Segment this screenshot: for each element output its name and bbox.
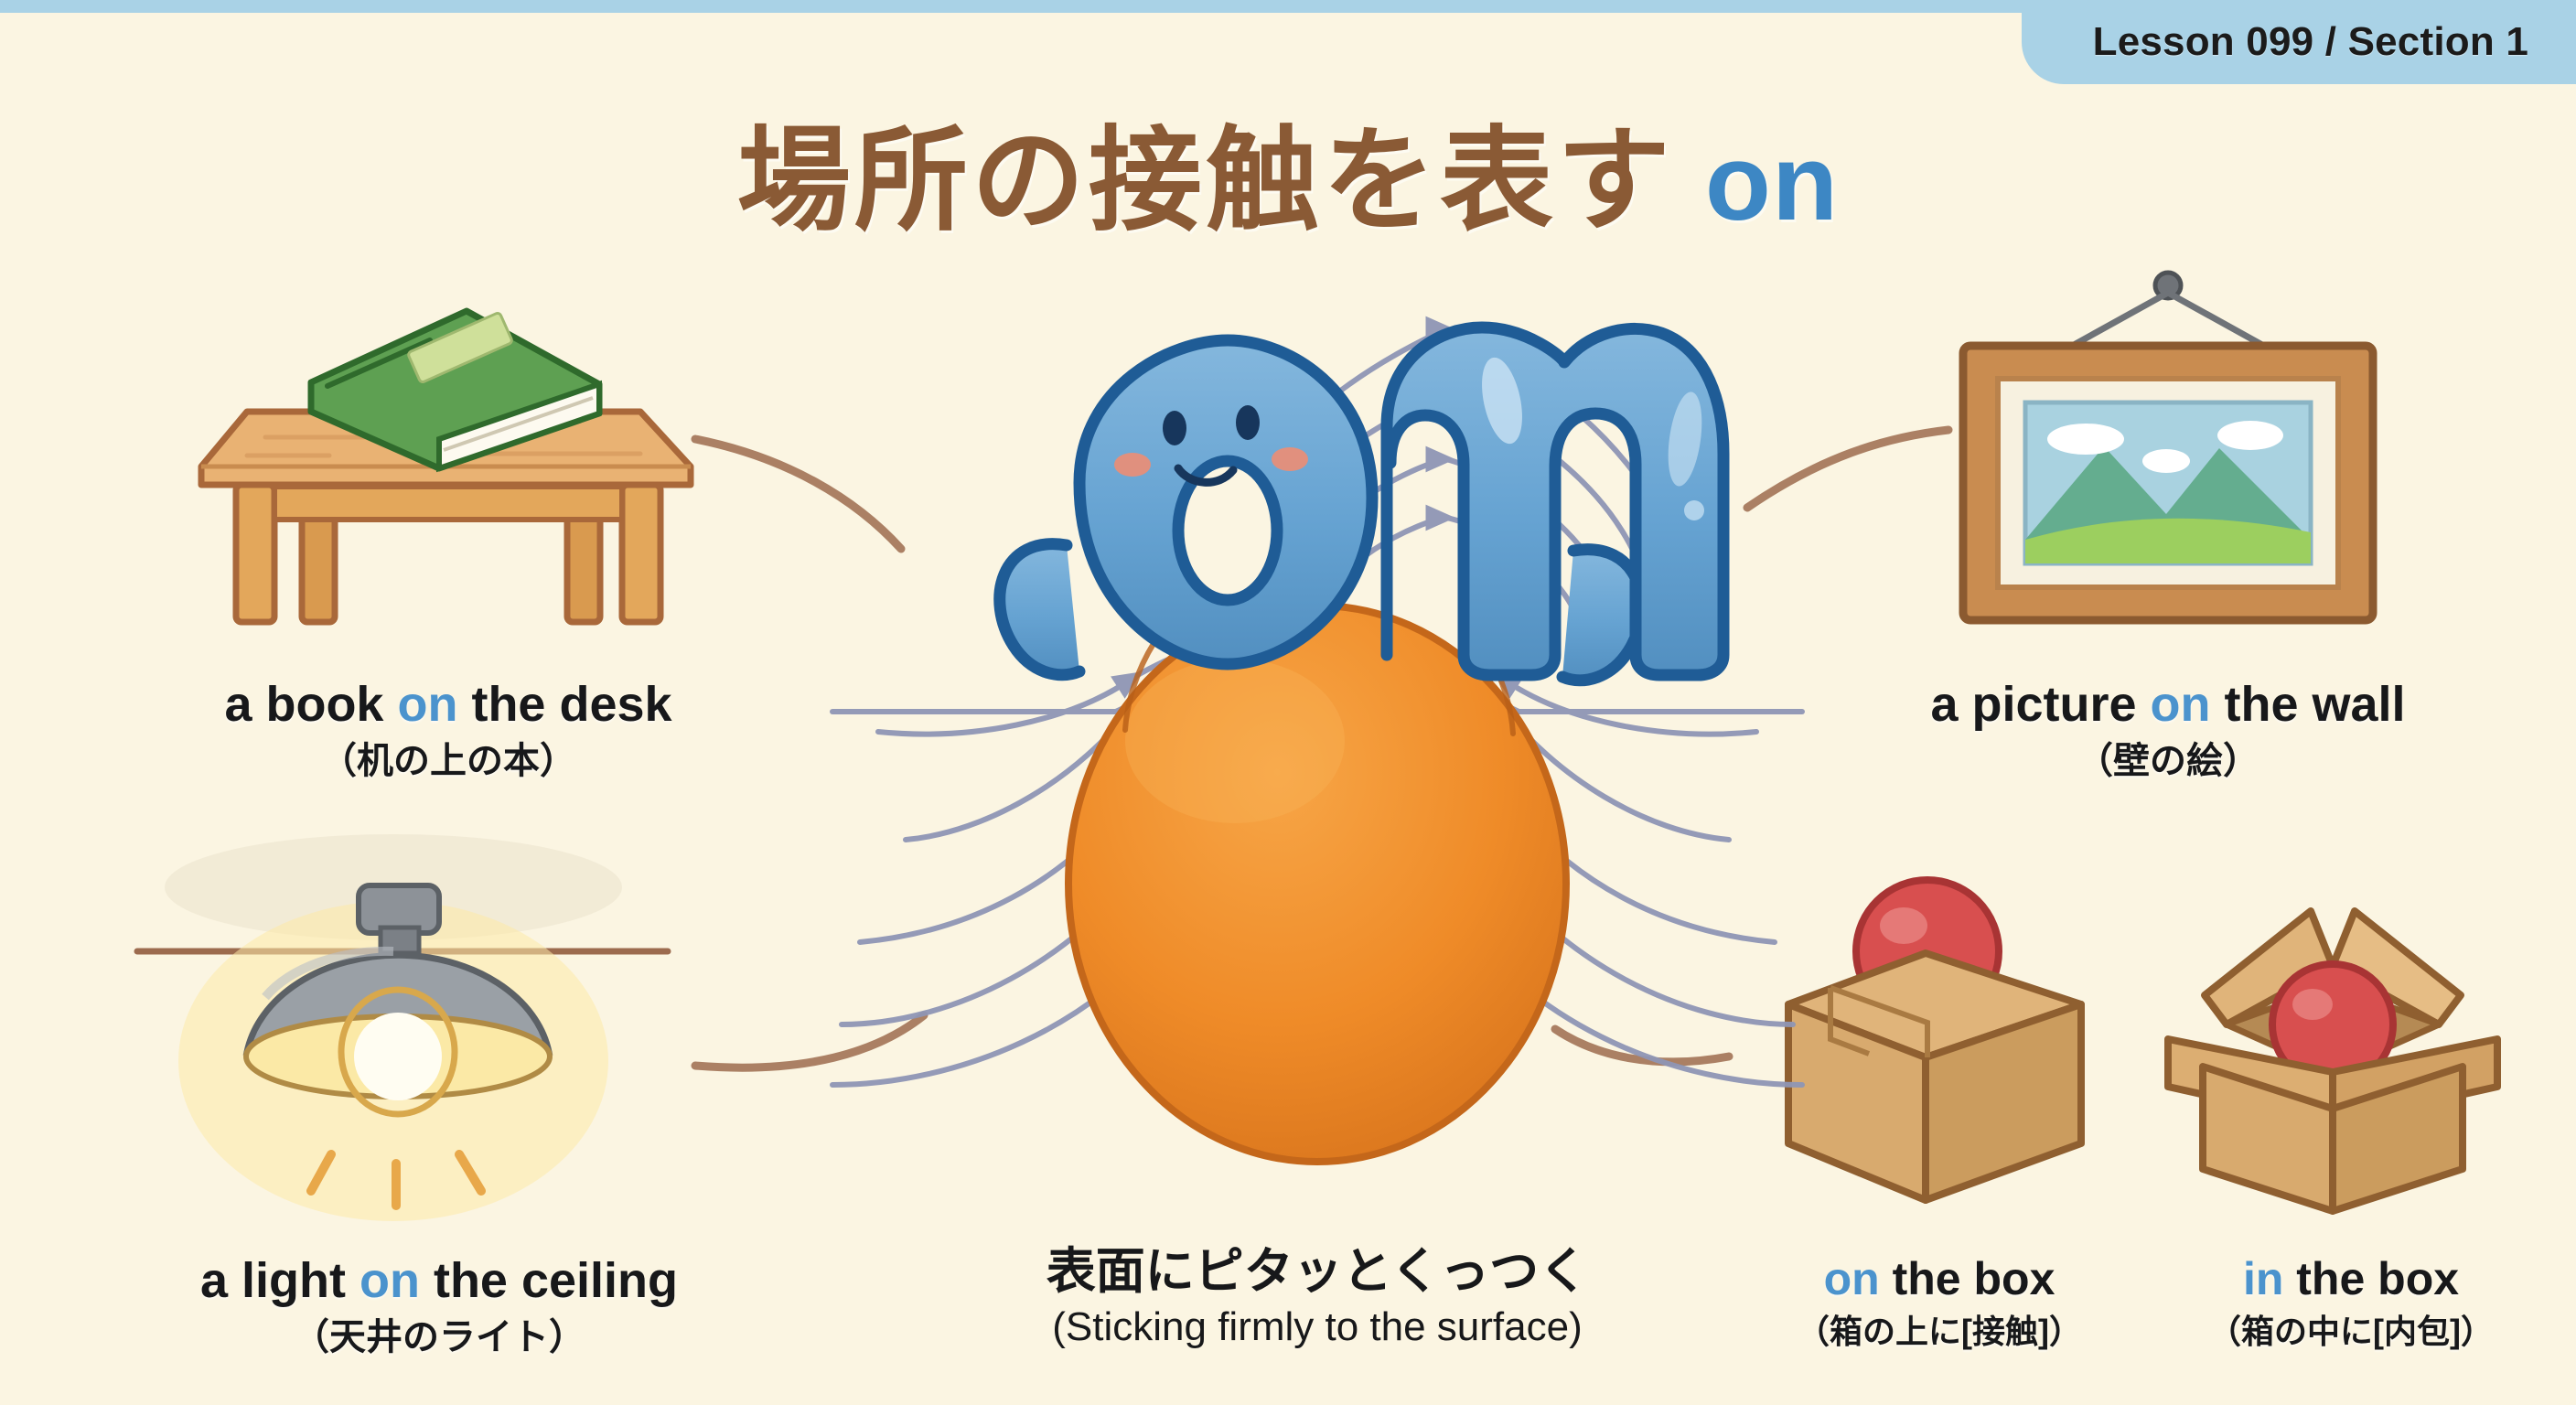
on-mascot-on-sphere-illustration: [830, 316, 1805, 1165]
mascot-eye-left: [1163, 411, 1186, 445]
highlight-on: on: [359, 1253, 420, 1308]
framed-picture-illustration: [1959, 270, 2377, 625]
ball-highlight: [2292, 989, 2333, 1020]
mascot-cheek-left: [1114, 453, 1151, 477]
on-mascot: [993, 321, 1730, 687]
green-book: [307, 307, 603, 473]
mascot-left-arm: [993, 538, 1086, 681]
caption-book-on-desk: a book on the desk （机の上の本）: [55, 677, 842, 782]
highlight-in: in: [2242, 1253, 2284, 1304]
lesson-badge: Lesson 099 / Section 1: [2021, 0, 2576, 84]
ball-highlight: [1880, 907, 1927, 944]
light-rays: [306, 1150, 486, 1210]
caption-on-box-main: on the box: [1823, 1253, 2055, 1304]
caption-picture-on-wall: a picture on the wall （壁の絵）: [1775, 677, 2561, 782]
caption-on-box-sub: （箱の上に[接触]）: [1797, 1313, 2082, 1350]
book-on-desk-illustration: [198, 307, 694, 626]
caption-light-on-ceiling: a light on the ceiling （天井のライト）: [37, 1253, 842, 1358]
box-body: [2329, 1063, 2466, 1215]
ball-on-closed-box-illustration: [1785, 876, 2085, 1204]
caption-center-sub: (Sticking firmly to the surface): [1052, 1304, 1583, 1350]
caption-center-main: 表面にピタッとくっつく: [1046, 1244, 1589, 1299]
highlight-on: on: [2150, 677, 2211, 732]
caption-light-sub: （天井のライト）: [293, 1317, 585, 1358]
picture-artwork: [2023, 400, 2313, 566]
caption-picture-main: a picture on the wall: [1930, 677, 2406, 732]
mascot-eye-right: [1236, 405, 1260, 440]
mascot-cheek-right: [1272, 447, 1308, 471]
caption-center: 表面にピタッとくっつく (Sticking firmly to the surf…: [915, 1244, 1720, 1350]
caption-book-main: a book on the desk: [224, 677, 672, 732]
page-title: 場所の接触を表す on: [0, 88, 2576, 252]
highlight-on: on: [1823, 1253, 1880, 1304]
ball-in-open-box-illustration: [2164, 907, 2501, 1215]
highlight-on: on: [397, 677, 458, 732]
mascot-smile: [1174, 464, 1238, 487]
letter-o-hole: [1172, 455, 1283, 606]
caption-in-box-sub: （箱の中に[内包]）: [2208, 1313, 2494, 1350]
caption-book-sub: （机の上の本）: [320, 741, 576, 782]
orange-sphere: [1065, 602, 1570, 1165]
lesson-badge-label: Lesson 099 / Section 1: [2092, 19, 2528, 64]
desk-leg: [618, 481, 664, 626]
bulb-outline: [338, 986, 458, 1118]
title-japanese: 場所の接触を表す: [736, 118, 1674, 244]
desk-leg: [232, 481, 278, 626]
mascot-letter-n: [1380, 321, 1730, 681]
top-color-strip: [0, 0, 2576, 13]
caption-light-main: a light on the ceiling: [199, 1253, 679, 1308]
bulb: [354, 1013, 442, 1100]
nail: [2152, 270, 2184, 301]
caption-in-box-main: in the box: [2242, 1253, 2460, 1304]
caption-on-the-box: on the box （箱の上に[接触]）: [1720, 1253, 2159, 1350]
title-english-on: on: [1704, 123, 1840, 243]
picture-wire: [2064, 289, 2272, 353]
caption-picture-sub: （壁の絵）: [2077, 741, 2259, 782]
box-tape-flap: [1828, 988, 1871, 1056]
closed-box: [1785, 949, 2085, 1204]
mascot-face: [1114, 405, 1308, 477]
ceiling-light-illustration: [134, 834, 671, 1221]
book-label: [407, 311, 513, 384]
caption-in-the-box: in the box （箱の中に[内包]）: [2131, 1253, 2571, 1350]
